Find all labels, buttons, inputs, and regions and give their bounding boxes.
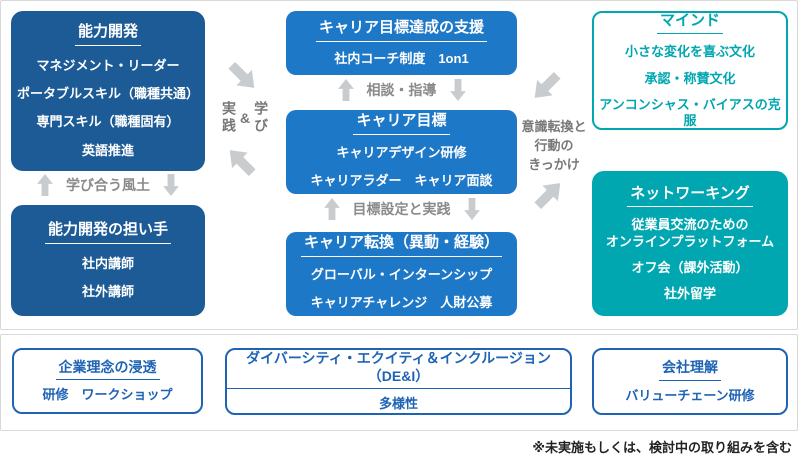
footnote: ※未実施もしくは、検討中の取り組みを含む — [532, 440, 792, 455]
goal-practice-label: 目標設定と実践 — [352, 201, 451, 217]
learn-culture-row: 学び合う風土 — [11, 175, 205, 195]
trainers-box: 能力開発の担い手 社内講師 社外講師 — [11, 205, 205, 316]
box-title: キャリア目標達成の支援 — [315, 19, 487, 42]
box-item: オフ会（課外活動） — [631, 259, 749, 275]
box-item: マネジメント・リーダー — [36, 57, 180, 73]
career-goal-box: キャリア目標 キャリアデザイン研修 キャリアラダー キャリア面談 — [286, 110, 517, 194]
box-item: 社外講師 — [81, 283, 134, 299]
box-item: グローバル・インターンシップ — [310, 267, 493, 283]
arrow-up-icon — [337, 79, 355, 101]
practice-text: 実践 — [221, 101, 237, 135]
box-item: 英語推進 — [81, 142, 134, 158]
arrow-up-icon — [323, 198, 341, 220]
box-title: 企業理念の浸透 — [55, 359, 160, 381]
box-item: 社外留学 — [663, 286, 716, 302]
box-item: キャリアデザイン研修 — [336, 145, 467, 161]
consult-guidance-row: 相談・指導 — [286, 80, 517, 100]
goal-setting-practice-row: 目標設定と実践 — [286, 199, 517, 219]
box-title: ネットワーキング — [627, 185, 753, 208]
ampersand-text: & — [240, 110, 251, 126]
box-item: 社内コーチ制度 1on1 — [334, 50, 469, 66]
box-item: アンコンシャス・バイアスの克服 — [599, 96, 781, 129]
mindset-change-label: 意識転換と 行動の きっかけ — [510, 118, 598, 175]
box-item: 専門スキル（職種固有） — [36, 114, 180, 130]
practice-and-learning-label: 実践 & 学び — [219, 101, 271, 135]
networking-box: ネットワーキング 従業員交流のための オンラインプラットフォーム オフ会（課外活… — [592, 171, 788, 316]
box-title: マインド — [656, 12, 723, 35]
learn-culture-label: 学び合う風土 — [66, 177, 150, 193]
box-item: キャリアチャレンジ 人財公募 — [310, 295, 493, 311]
career-transition-box: キャリア転換（異動・経験） グローバル・インターンシップ キャリアチャレンジ 人… — [286, 232, 517, 316]
box-item: 従業員交流のための オンラインプラットフォーム — [605, 217, 775, 249]
box-title: 会社理解 — [659, 359, 721, 381]
mindset-line: きっかけ — [528, 156, 580, 172]
arrow-down-icon — [463, 198, 481, 220]
box-item: 社内講師 — [81, 255, 134, 271]
arrow-down-icon — [449, 79, 467, 101]
mindset-line: 行動の — [534, 137, 574, 153]
box-item: 承認・称賛文化 — [644, 70, 736, 86]
learning-text: 学び — [253, 101, 270, 135]
box-title: ダイバーシティ・エクイティ＆インクルージョン（DE&I） — [227, 350, 570, 390]
consult-label: 相談・指導 — [366, 82, 437, 98]
mind-box: マインド 小さな変化を喜ぶ文化 承認・称賛文化 アンコンシャス・バイアスの克服 — [592, 11, 788, 130]
box-item: キャリアラダー キャリア面談 — [310, 173, 493, 189]
arrow-down-icon — [162, 174, 180, 196]
box-title: 能力開発 — [74, 23, 141, 46]
box-item: 研修 ワークショップ — [42, 387, 173, 403]
capability-development-box: 能力開発 マネジメント・リーダー ポータブルスキル（職種共通） 専門スキル（職種… — [11, 11, 205, 171]
box-item: バリューチェーン研修 — [625, 387, 755, 403]
corporate-philosophy-box: 企業理念の浸透 研修 ワークショップ — [12, 348, 203, 414]
box-title: キャリア目標 — [353, 112, 450, 136]
arrow-up-icon — [36, 174, 54, 196]
box-item: 小さな変化を喜ぶ文化 — [624, 44, 755, 60]
box-item: ポータブルスキル（職種共通） — [16, 86, 199, 102]
mindset-line: 意識転換と — [521, 119, 587, 134]
box-title: キャリア転換（異動・経験） — [300, 234, 502, 258]
company-understanding-box: 会社理解 バリューチェーン研修 — [592, 348, 788, 415]
box-item: 多様性 — [378, 396, 418, 412]
box-title: 能力開発の担い手 — [44, 221, 171, 244]
career-goal-support-box: キャリア目標達成の支援 社内コーチ制度 1on1 — [286, 11, 517, 75]
dei-box: ダイバーシティ・エクイティ＆インクルージョン（DE&I） 多様性 — [225, 348, 572, 415]
